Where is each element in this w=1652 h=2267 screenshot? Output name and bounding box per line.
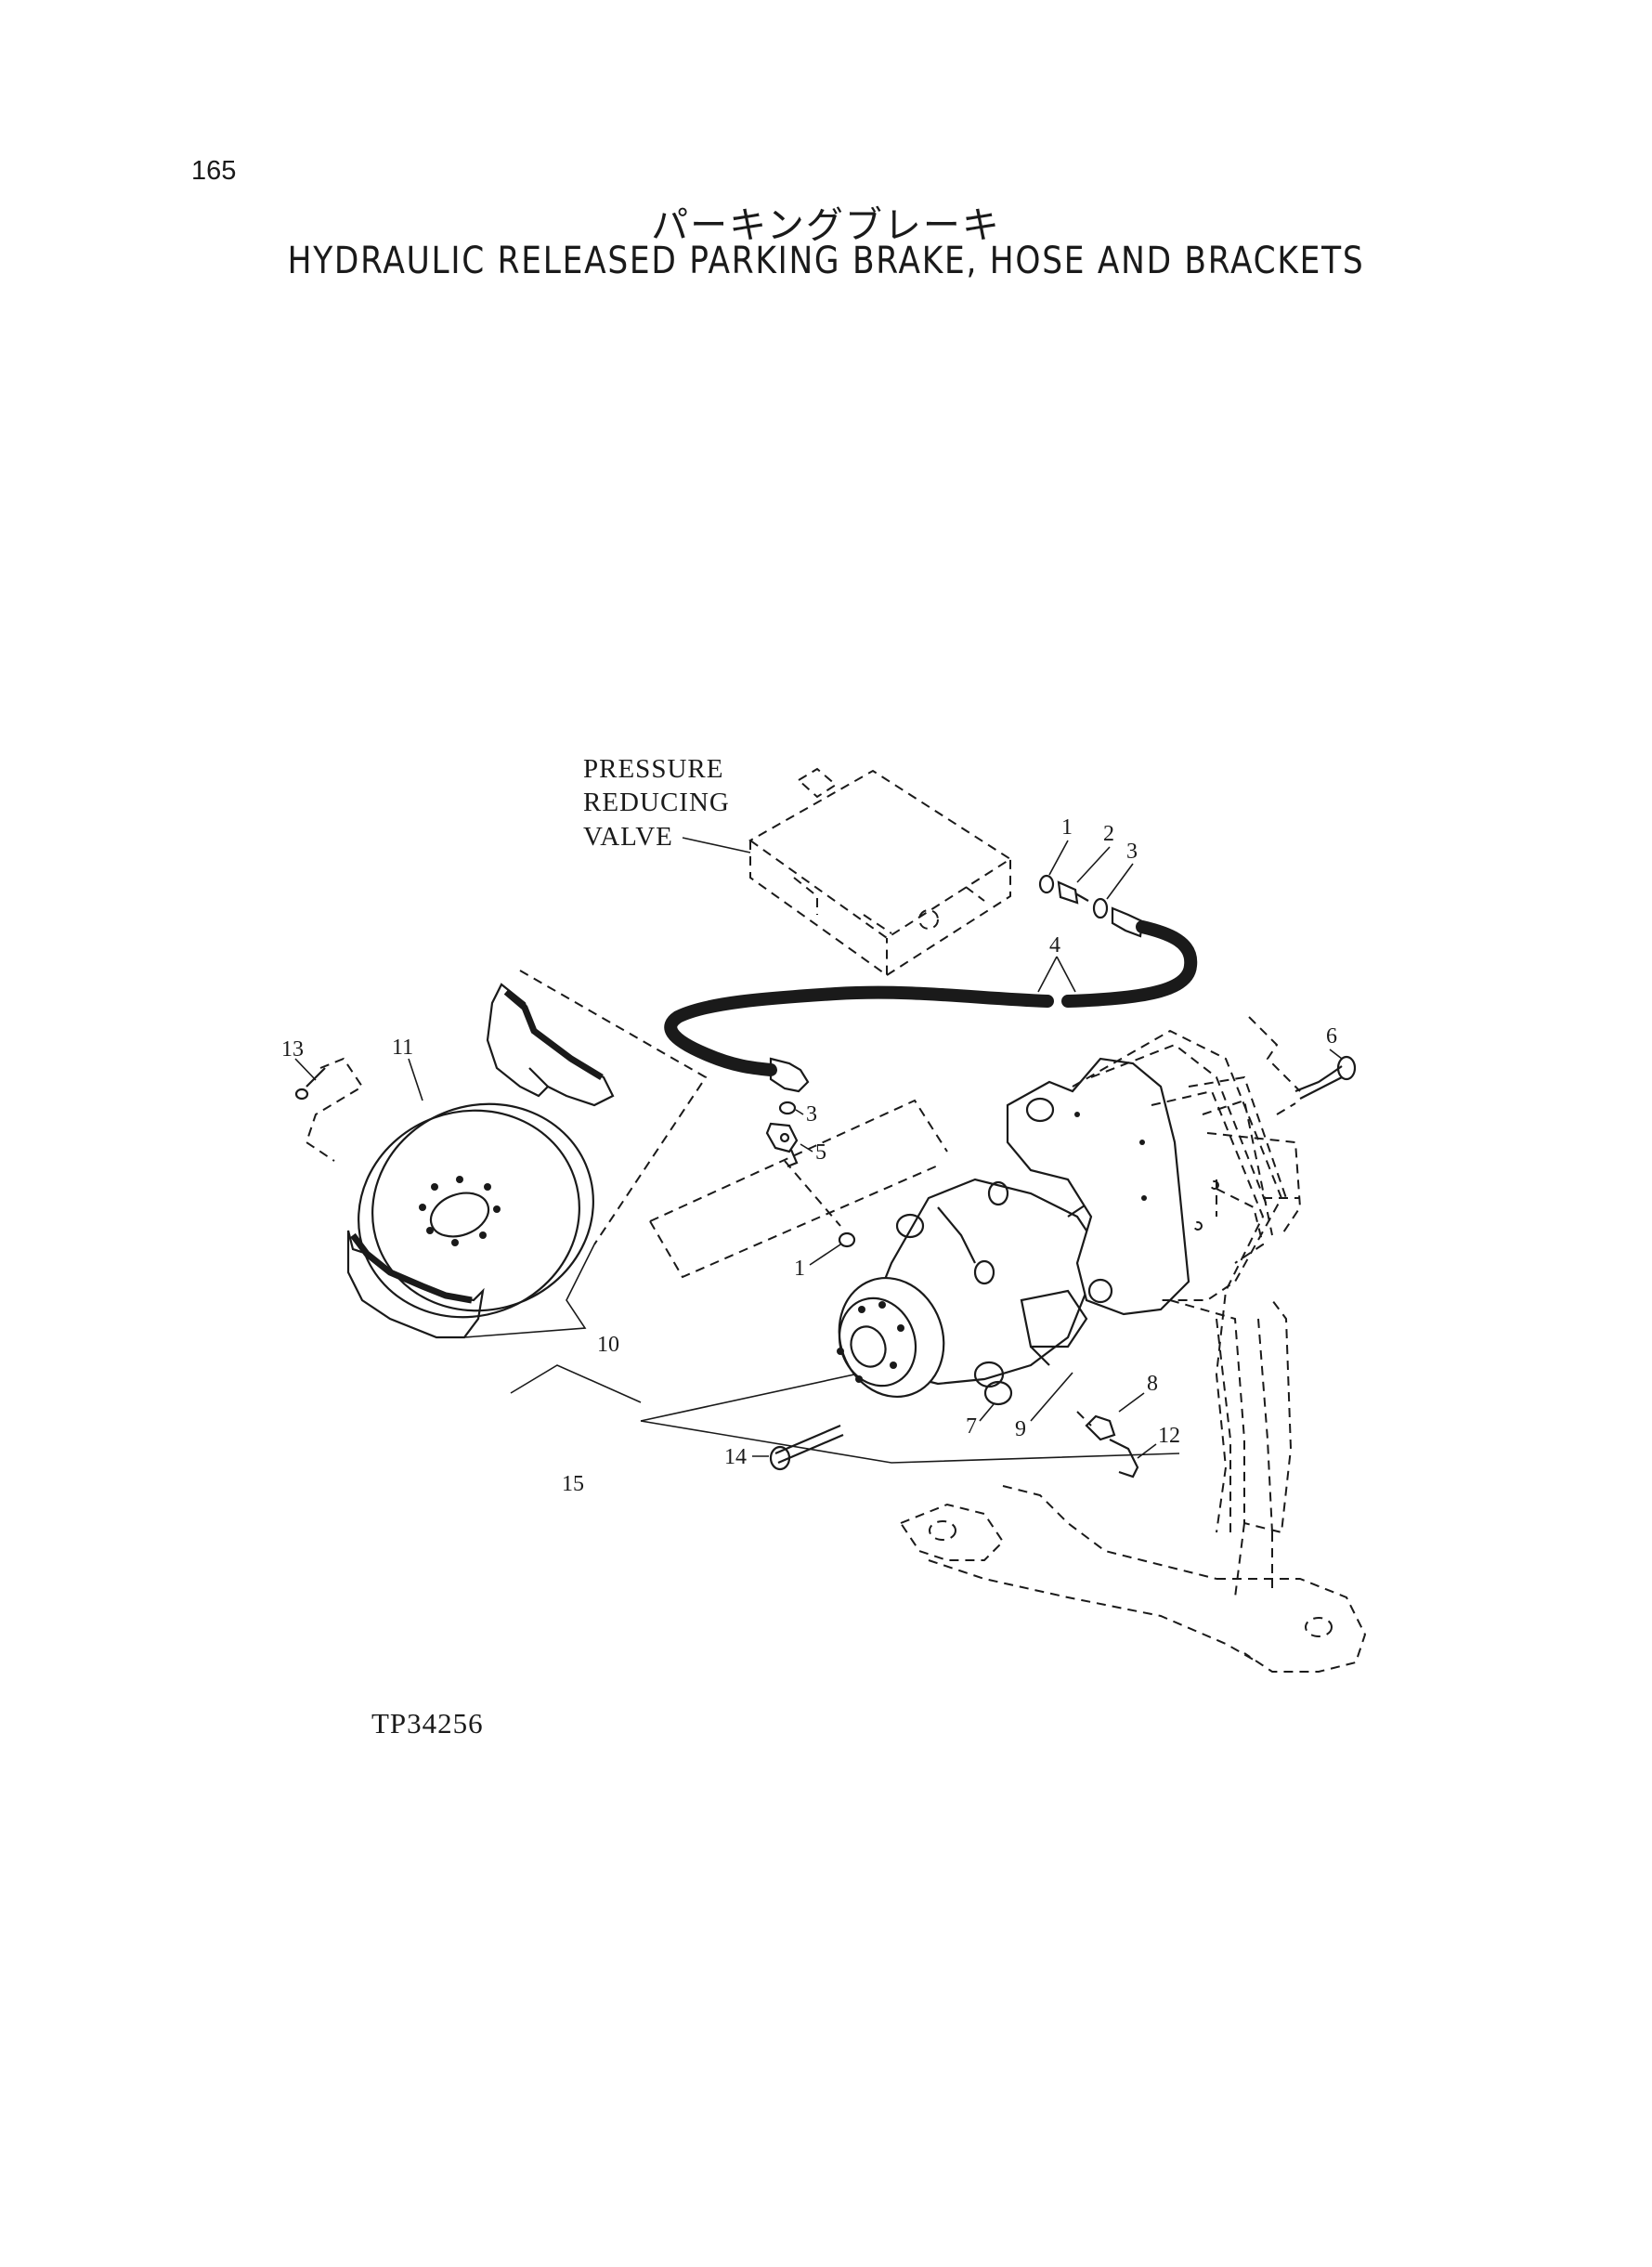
callout-3b: 3 (806, 1102, 817, 1127)
callout-3a: 3 (1126, 840, 1138, 864)
callout-12: 12 (1158, 1424, 1180, 1448)
callout-4: 4 (1049, 933, 1060, 958)
bolt-6 (1276, 1049, 1357, 1115)
brake-pads (346, 983, 615, 1339)
pressure-reducing-valve (748, 767, 1012, 977)
valve-label-line1: PRESSURE (583, 754, 723, 784)
callout-8: 8 (1147, 1372, 1158, 1396)
valve-outlet-fittings (1038, 840, 1144, 938)
brake-disc (358, 1058, 594, 1319)
valve-label-line3: VALVE (583, 822, 673, 852)
drawing-number: TP34256 (371, 1707, 484, 1739)
page-number: 165 (191, 156, 237, 186)
fastener-parts (979, 1372, 1157, 1479)
mounting-bracket (1006, 1057, 1190, 1316)
callout-9: 9 (1015, 1417, 1026, 1441)
callout-7: 7 (966, 1414, 977, 1439)
bolt-14 (752, 1424, 844, 1471)
valve-label-line2: REDUCING (583, 788, 730, 817)
callout-11: 11 (392, 1036, 413, 1060)
callout-14: 14 (724, 1445, 747, 1469)
callout-1a: 1 (1061, 815, 1073, 840)
valve-label: PRESSURE REDUCING VALVE (583, 754, 751, 853)
callout-6: 6 (1326, 1024, 1337, 1049)
callout-labels: 1 2 3 4 3 5 1 6 7 8 9 10 11 12 13 14 15 (281, 815, 1337, 1496)
title-japanese: パーキングブレーキ (651, 204, 1001, 247)
callout-10: 10 (597, 1333, 619, 1357)
callout-1b: 1 (794, 1257, 805, 1281)
bolt-13 (294, 1058, 326, 1101)
hydraulic-hose (664, 920, 1198, 1093)
callout-2: 2 (1103, 822, 1114, 846)
elbow-fittings (765, 1101, 856, 1266)
callout-15: 15 (562, 1472, 584, 1496)
title-english: HYDRAULIC RELEASED PARKING BRAKE, HOSE A… (287, 240, 1365, 282)
machine-frame (899, 1016, 1367, 1673)
callout-5: 5 (815, 1140, 826, 1165)
brake-housing (837, 1178, 1107, 1399)
callout-13: 13 (281, 1037, 304, 1062)
